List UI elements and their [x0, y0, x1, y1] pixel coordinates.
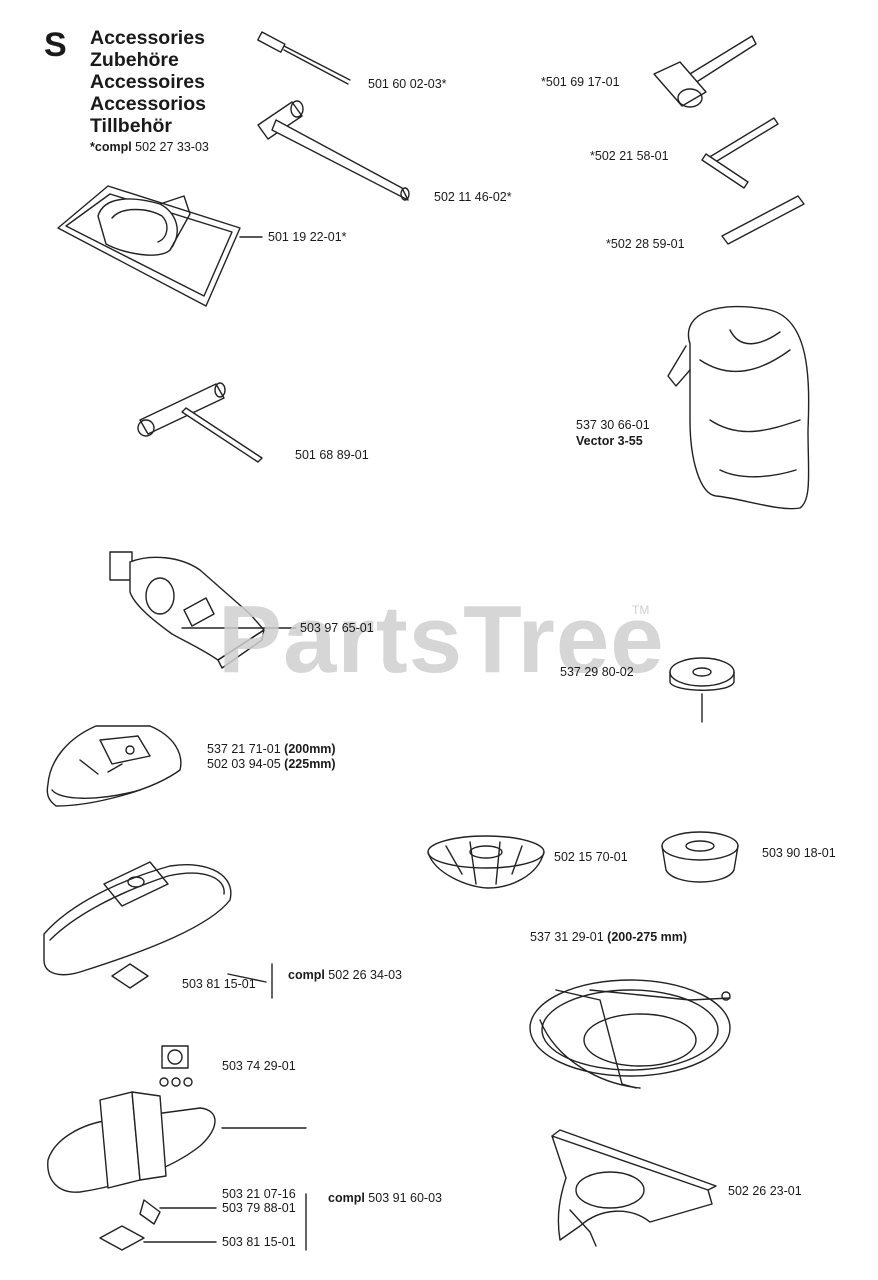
- bag-drawing: [667, 305, 810, 510]
- rod-drawing: [721, 195, 805, 245]
- compl-number: 502 27 33-03: [135, 140, 209, 154]
- nut-kit-drawing: [159, 1045, 193, 1087]
- part-label: 502 03 94-05 (225mm): [207, 757, 336, 771]
- part-label: 537 21 71-01 (200mm): [207, 742, 336, 756]
- part-name: Vector 3-55: [576, 434, 643, 448]
- part-label: 502 26 23-01: [728, 1184, 802, 1198]
- guard-large-drawing: [43, 861, 232, 989]
- part-label: 501 68 89-01: [295, 448, 369, 462]
- trimmer-head-drawing: [529, 979, 731, 1089]
- guard-502-26-drawing: [551, 1129, 717, 1247]
- section-titles: Accessories Zubehöre Accessoires Accesso…: [90, 27, 206, 137]
- part-label: 503 81 15-01: [222, 1235, 296, 1249]
- cup-503-drawing: [661, 831, 739, 883]
- part-label: 501 19 22-01*: [268, 230, 347, 244]
- part-label: *501 69 17-01: [541, 75, 620, 89]
- watermark: PartsTree: [218, 586, 665, 693]
- part-label: 503 21 07-16: [222, 1187, 296, 1201]
- cup-502-drawing: [427, 835, 545, 889]
- part-label: 501 60 02-03*: [368, 77, 447, 91]
- title-sv: Tillbehör: [90, 115, 172, 137]
- title-es: Accessorios: [90, 93, 206, 115]
- compl-note: *compl 502 27 33-03: [90, 140, 209, 154]
- screwdriver-drawing: [257, 31, 351, 85]
- socket-wrench-drawing: [653, 35, 757, 108]
- part-label: 502 15 70-01: [554, 850, 628, 864]
- title-fr: Accessoires: [90, 71, 205, 93]
- part-label: 503 79 88-01: [222, 1201, 296, 1215]
- trimmer-guard-drawing: [47, 1091, 307, 1251]
- section-letter: S: [44, 26, 67, 64]
- part-label: 503 74 29-01: [222, 1059, 296, 1073]
- washer-drawing: [669, 657, 735, 723]
- part-label: 503 90 18-01: [762, 846, 836, 860]
- combi-spanner-drawing: [137, 382, 263, 463]
- title-en: Accessories: [90, 27, 205, 49]
- grass-guide-drawing: [109, 551, 265, 669]
- part-label: *502 28 59-01: [606, 237, 685, 251]
- part-compl: compl 503 91 60-03: [328, 1191, 442, 1205]
- part-label: *502 21 58-01: [590, 149, 669, 163]
- part-label: 502 11 46-02*: [434, 190, 512, 204]
- watermark-trademark: TM: [632, 603, 650, 617]
- hex-key-drawing: [701, 117, 779, 189]
- part-label: 537 29 80-02: [560, 665, 634, 679]
- part-label: 537 31 29-01 (200-275 mm): [530, 930, 688, 944]
- part-label: 503 97 65-01: [300, 621, 374, 635]
- part-label: 537 30 66-01: [576, 418, 650, 432]
- part-label: 503 81 15-01: [182, 977, 256, 991]
- compl-prefix: *compl: [90, 140, 132, 154]
- part-compl: compl 502 26 34-03: [288, 968, 402, 982]
- guard-small-drawing: [46, 725, 182, 807]
- harness-drawing: [57, 185, 241, 307]
- title-de: Zubehöre: [90, 49, 179, 71]
- t-wrench-drawing: [257, 100, 410, 201]
